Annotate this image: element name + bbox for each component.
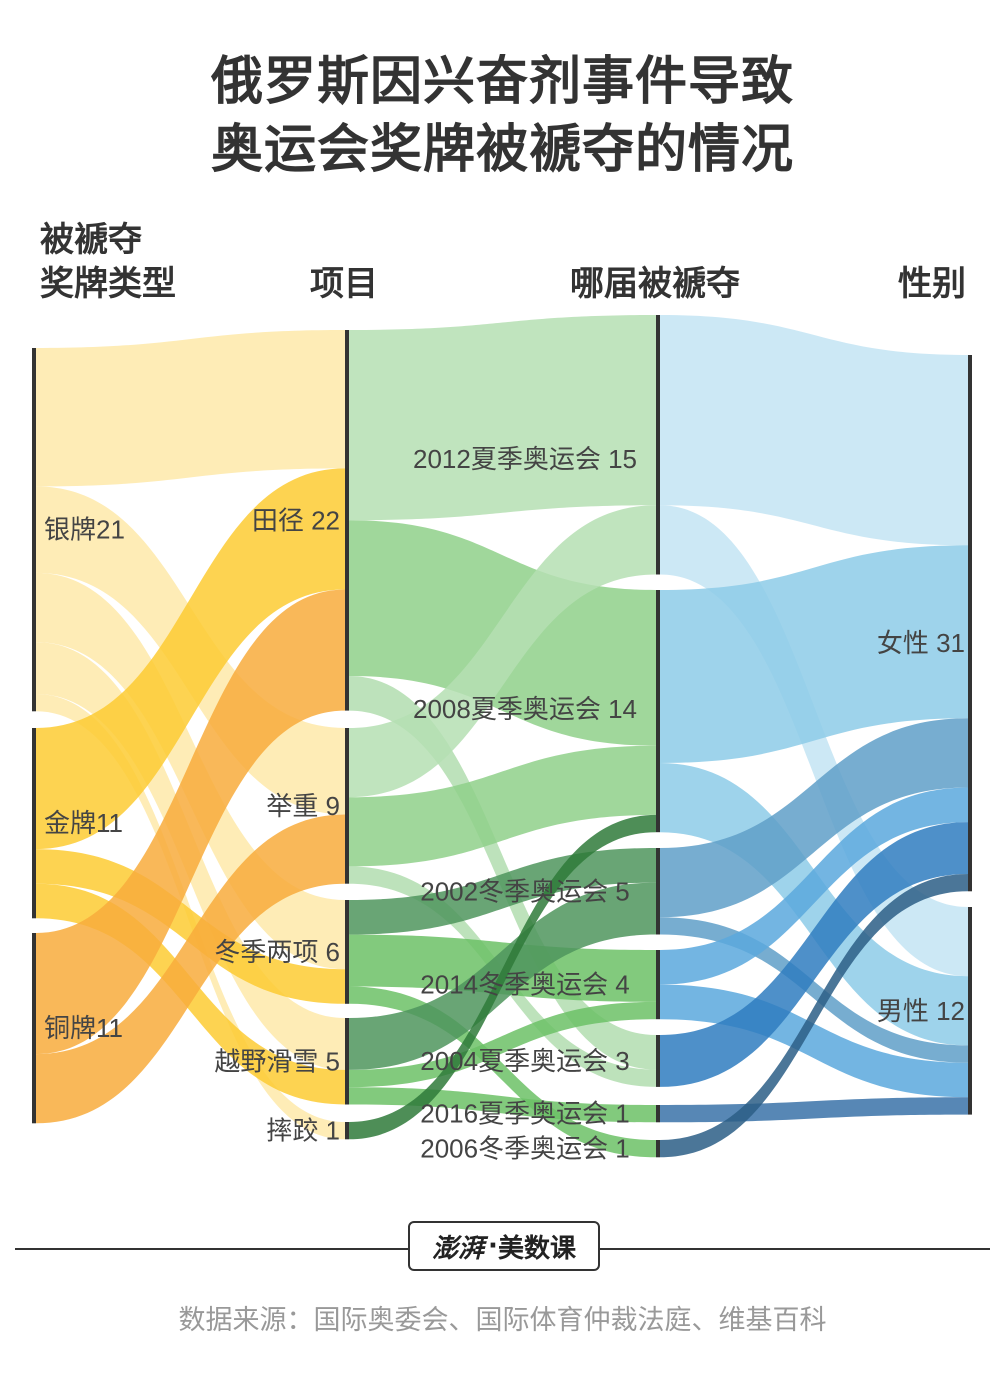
link-athletics-g2004 (349, 676, 656, 1070)
link-weightlifting-g2008 (349, 745, 656, 867)
link-g2002-male (660, 917, 968, 1063)
node-g2008 (656, 590, 660, 833)
sankey-chart: 银牌21 金牌11 铜牌11 田径 22 举重 9 冬季两项 6 越野滑雪 5 摔跤 1 201… (32, 315, 972, 1164)
node-label-xc_ski: 越野滑雪 5 (214, 1046, 340, 1076)
node-label-g2008: 2008夏季奥运会 14 (413, 694, 637, 724)
link-g2014-female (660, 787, 968, 985)
node-gold (32, 728, 36, 919)
link-bronze-athletics (36, 589, 345, 1055)
header-gender: 性别 (898, 264, 966, 304)
node-label-g2004: 2004夏季奥运会 3 (420, 1046, 630, 1076)
node-wrestling (345, 1122, 349, 1140)
node-biathlon (345, 900, 349, 1004)
node-g2016 (656, 1105, 660, 1123)
link-gold-biathlon (36, 849, 345, 1004)
logo-text: 美数课 (497, 1233, 576, 1264)
node-label-bronze: 铜牌11 (44, 1013, 123, 1043)
node-label-gold: 金牌11 (44, 808, 123, 838)
header-medal-line2: 奖牌类型 (40, 264, 176, 304)
node-label-female: 女性 31 (877, 628, 965, 658)
link-g2004-female (660, 822, 968, 1087)
node-g2012 (656, 315, 660, 575)
link-g2006-female (660, 874, 968, 1158)
node-label-wrestling: 摔跤 1 (266, 1116, 340, 1146)
link-xc_ski-g2014 (349, 1001, 656, 1088)
footer-divider-left (15, 1248, 408, 1250)
node-label-weightlifting: 举重 9 (266, 791, 340, 821)
node-label-g2002: 2002冬季奥运会 5 (420, 876, 630, 906)
header-medal-line1: 被褫夺 (40, 220, 142, 260)
logo-brush-text: 澎湃 (432, 1233, 485, 1264)
node-bronze (32, 933, 36, 1124)
chart-title-line2: 奥运会奖牌被褫夺的情况 (210, 120, 794, 180)
node-label-g2016: 2016夏季奥运会 1 (420, 1099, 630, 1129)
link-biathlon-g2006 (349, 986, 656, 1158)
node-athletics (345, 330, 349, 711)
node-label-athletics: 田径 22 (252, 505, 340, 535)
node-label-biathlon: 冬季两项 6 (214, 937, 340, 967)
node-g2006 (656, 1140, 660, 1158)
link-g2012-female (660, 315, 968, 546)
node-female (968, 355, 972, 892)
link-g2002-female (660, 718, 968, 918)
node-g2014 (656, 950, 660, 1020)
header-sport: 项目 (310, 264, 378, 304)
node-label-g2006: 2006冬季奥运会 1 (420, 1134, 630, 1164)
link-g2008-male (660, 763, 968, 1046)
header-games: 哪届被褫夺 (570, 264, 740, 304)
node-male (968, 907, 972, 1115)
link-athletics-g2012 (349, 315, 656, 521)
node-label-silver: 银牌21 (44, 515, 125, 545)
link-g2016-male (660, 1097, 968, 1123)
footer-divider-right (600, 1248, 990, 1250)
node-weightlifting (345, 728, 349, 884)
node-label-g2014: 2014冬季奥运会 4 (420, 970, 630, 1000)
link-g2008-female (660, 545, 968, 763)
link-g2012-male (660, 505, 968, 977)
link-gold-athletics (36, 468, 345, 850)
brand-logo: 澎湃 · 美数课 (408, 1221, 600, 1271)
node-label-male: 男性 12 (877, 996, 965, 1026)
node-g2002 (656, 848, 660, 935)
chart-title-line1: 俄罗斯因兴奋剂事件导致 (210, 52, 794, 112)
node-silver (32, 348, 36, 712)
link-weightlifting-g2012 (349, 505, 656, 798)
link-silver-athletics (36, 330, 345, 487)
data-source: 数据来源：国际奥委会、国际体育仲裁法庭、维基百科 (178, 1305, 827, 1336)
node-xc_ski (345, 1018, 349, 1105)
link-biathlon-g2002 (349, 848, 656, 935)
link-bronze-weightlifting (36, 814, 345, 1124)
node-g2004 (656, 1035, 660, 1087)
logo-dot: · (488, 1231, 498, 1261)
node-label-g2012: 2012夏季奥运会 15 (413, 444, 637, 474)
link-wrestling-g2008 (349, 814, 656, 1140)
